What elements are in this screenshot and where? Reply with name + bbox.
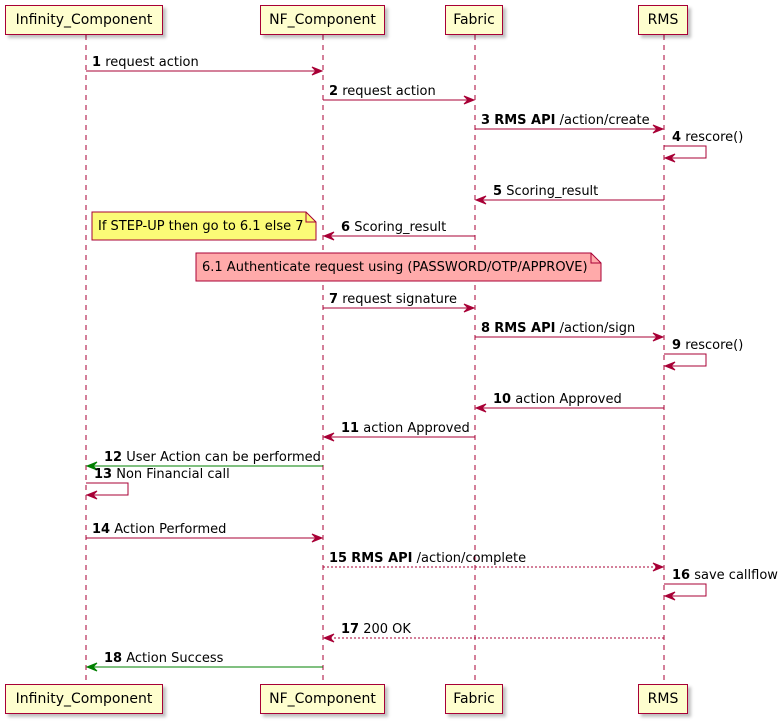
message-label-11: 11 action Approved — [341, 421, 470, 436]
message-number: 3 — [481, 113, 491, 128]
message-text: User Action can be performed — [126, 450, 321, 465]
arrowhead-5 — [474, 195, 487, 205]
arrowhead-10 — [474, 403, 487, 413]
message-label-8: 8 RMS API /action/sign — [481, 321, 635, 336]
participant-infinity-bottom: Infinity_Component — [5, 684, 163, 714]
arrowhead-17 — [322, 633, 335, 643]
arrowhead-9 — [663, 361, 676, 371]
message-number: 18 — [104, 651, 123, 666]
message-text: Action Performed — [114, 522, 227, 537]
note-shape-1 — [91, 211, 317, 241]
message-number: 5 — [493, 184, 503, 199]
message-label-2: 2 request action — [329, 84, 436, 99]
arrowhead-8 — [652, 332, 665, 342]
arrowhead-11 — [322, 432, 335, 442]
message-label-14: 14 Action Performed — [92, 522, 226, 537]
message-arrow-9 — [664, 353, 707, 367]
message-text: Scoring_result — [354, 220, 447, 235]
message-label-3: 3 RMS API /action/create — [481, 113, 650, 128]
message-number: 11 — [341, 421, 360, 436]
arrowhead-4 — [663, 153, 676, 163]
message-text: Action Success — [126, 651, 224, 666]
message-text: /action/create — [559, 113, 650, 128]
message-text: Scoring_result — [506, 184, 599, 199]
message-number: 14 — [92, 522, 111, 537]
participant-fabric-bottom: Fabric — [445, 684, 503, 714]
message-label-17: 17 200 OK — [341, 622, 411, 637]
message-label-18: 18 Action Success — [104, 651, 223, 666]
message-label-9: 9 rescore() — [672, 338, 743, 353]
message-number: 17 — [341, 622, 360, 637]
message-number: 16 — [672, 568, 691, 583]
arrowhead-6 — [322, 231, 335, 241]
message-number: 6 — [341, 220, 351, 235]
message-arrow-16 — [664, 583, 707, 597]
message-label-6: 6 Scoring_result — [341, 220, 446, 235]
note-text-1: If STEP-UP then go to 6.1 else 7 — [98, 218, 304, 234]
message-text: action Approved — [515, 392, 622, 407]
message-arrow-4 — [664, 145, 707, 159]
message-number: 9 — [672, 338, 682, 353]
message-arrow-13 — [86, 482, 129, 496]
arrowhead-1 — [311, 66, 324, 76]
message-label-1: 1 request action — [92, 55, 199, 70]
arrowhead-12 — [85, 461, 98, 471]
arrowhead-7 — [463, 303, 476, 313]
message-label-4: 4 rescore() — [672, 130, 743, 145]
message-label-16: 16 save callflow — [672, 568, 778, 583]
message-api-tag: RMS API — [494, 113, 556, 128]
message-label-15: 15 RMS API /action/complete — [329, 551, 526, 566]
message-label-13: 13 Non Financial call — [94, 467, 230, 482]
message-text: request signature — [342, 292, 457, 307]
message-text: request action — [342, 84, 436, 99]
message-number: 8 — [481, 321, 491, 336]
note-fold-1 — [305, 212, 316, 223]
message-number: 10 — [493, 392, 512, 407]
message-text: Non Financial call — [116, 467, 230, 482]
message-number: 12 — [104, 450, 123, 465]
arrowhead-13 — [85, 490, 98, 500]
message-label-5: 5 Scoring_result — [493, 184, 598, 199]
note-text-2: 6.1 Authenticate request using (PASSWORD… — [202, 259, 588, 275]
message-number: 1 — [92, 55, 102, 70]
message-label-12: 12 User Action can be performed — [104, 450, 321, 465]
participant-rms-bottom: RMS — [638, 684, 688, 714]
message-text: rescore() — [685, 338, 744, 353]
message-number: 2 — [329, 84, 339, 99]
message-text: 200 OK — [363, 622, 411, 637]
message-number: 15 — [329, 551, 348, 566]
message-text: rescore() — [685, 130, 744, 145]
message-label-7: 7 request signature — [329, 292, 457, 307]
message-text: /action/complete — [416, 551, 527, 566]
participant-nf-bottom: NF_Component — [260, 684, 385, 714]
arrowhead-15 — [652, 562, 665, 572]
note-fold-2 — [590, 253, 601, 264]
message-label-10: 10 action Approved — [493, 392, 622, 407]
arrowhead-3 — [652, 124, 665, 134]
message-text: /action/sign — [559, 321, 636, 336]
participant-nf-top: NF_Component — [260, 5, 385, 35]
message-number: 7 — [329, 292, 339, 307]
message-number: 4 — [672, 130, 682, 145]
message-text: request action — [105, 55, 199, 70]
arrowhead-2 — [463, 95, 476, 105]
arrowhead-18 — [85, 662, 98, 672]
note-shape-2 — [195, 252, 602, 282]
participant-rms-top: RMS — [638, 5, 688, 35]
message-number: 13 — [94, 467, 113, 482]
participant-fabric-top: Fabric — [445, 5, 503, 35]
arrowhead-16 — [663, 591, 676, 601]
message-api-tag: RMS API — [351, 551, 413, 566]
message-api-tag: RMS API — [494, 321, 556, 336]
message-text: action Approved — [363, 421, 470, 436]
message-text: save callflow — [694, 568, 778, 583]
participant-infinity-top: Infinity_Component — [5, 5, 163, 35]
arrowhead-14 — [311, 533, 324, 543]
